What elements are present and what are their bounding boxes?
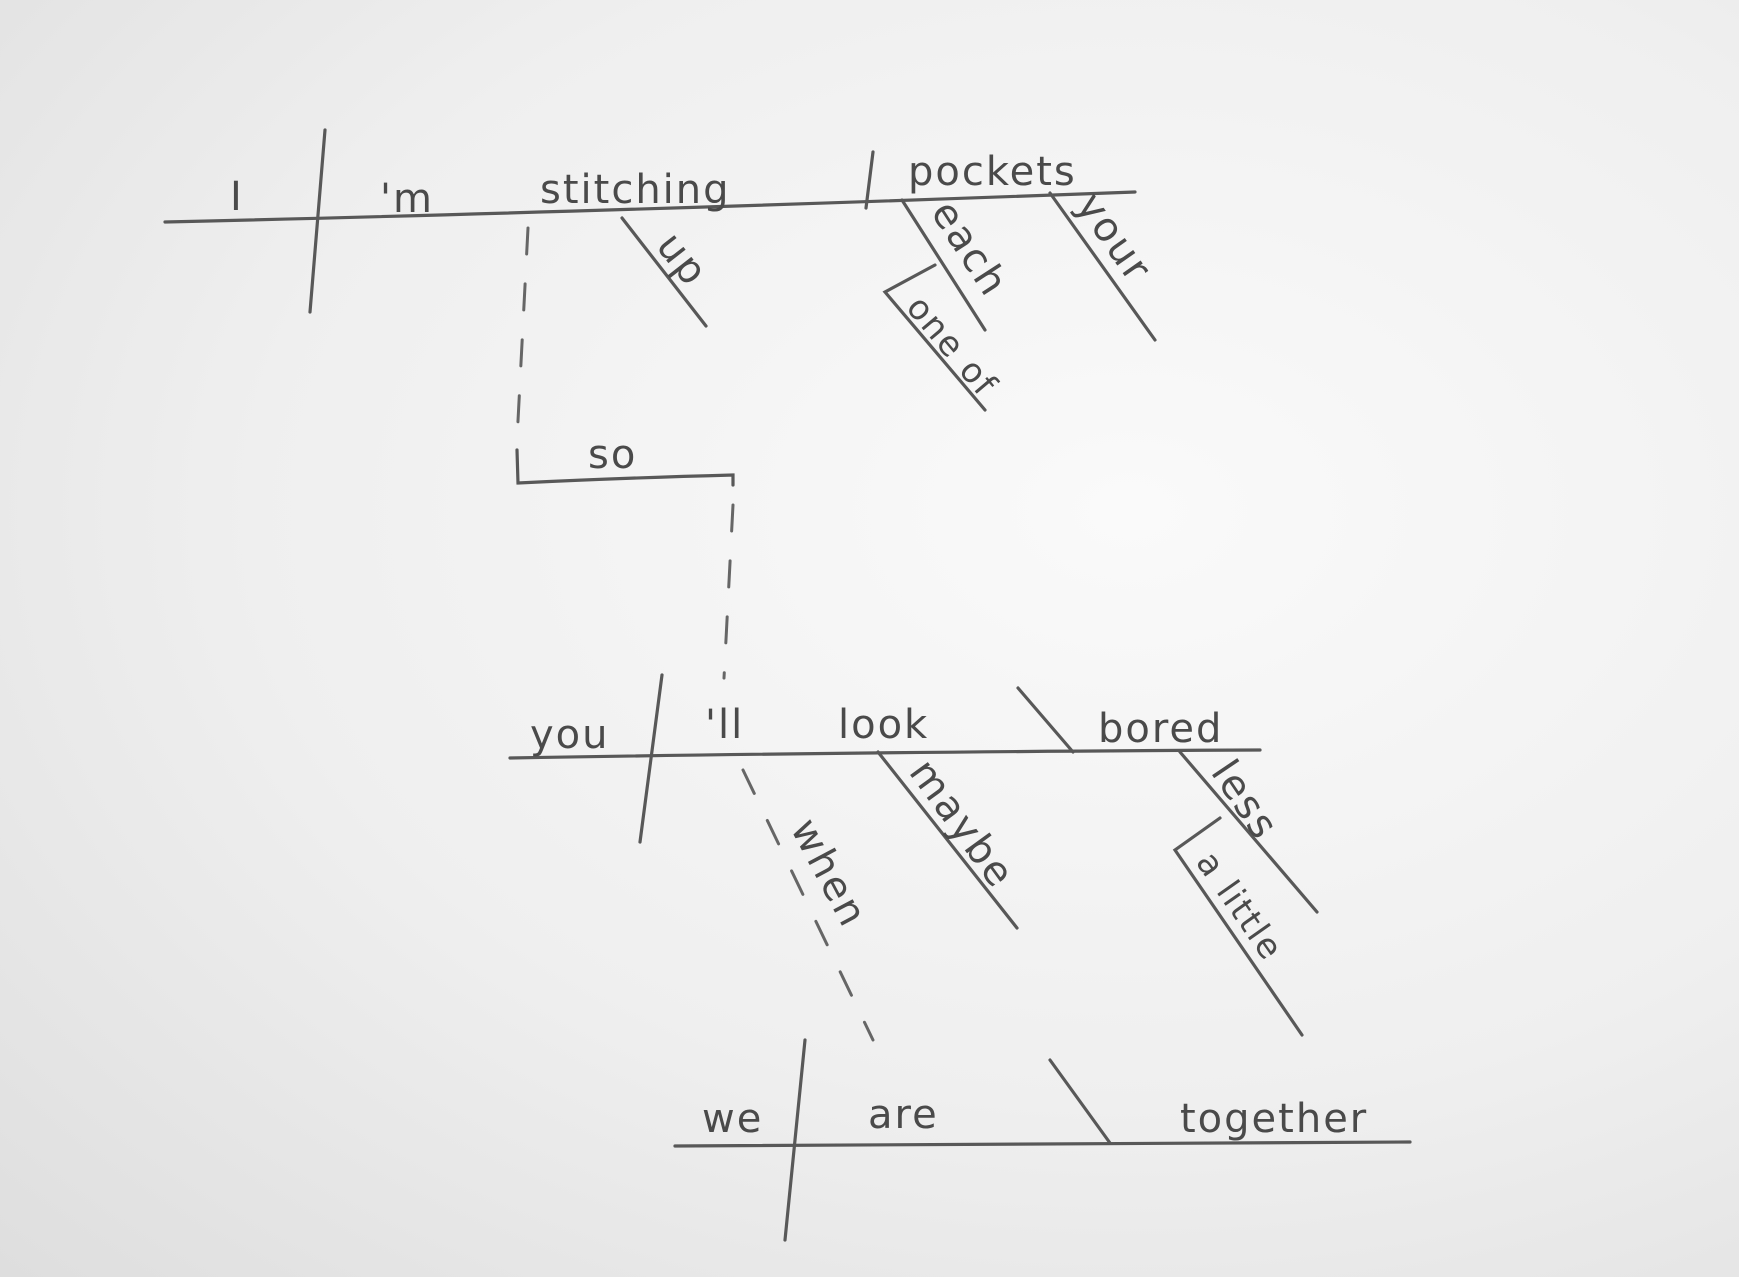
modifier-each: each [922, 192, 1017, 305]
modifier-slant-your [1048, 191, 1157, 342]
adverb-slant-maybe [876, 750, 1019, 930]
subject-i: I [230, 174, 244, 220]
modifier-slant-each [900, 198, 987, 332]
auxiliary-ll: 'll [705, 702, 744, 748]
subject-predicate-divider-3 [783, 1038, 807, 1242]
subordinator-when: when [781, 811, 876, 935]
modifier-one-of: one of [898, 288, 1005, 405]
particle-up: up [647, 224, 717, 295]
subject-predicate-divider-1 [308, 128, 327, 314]
baseline-clause-1 [163, 190, 1137, 224]
verb-are: are [868, 1092, 939, 1138]
auxiliary-m: 'm [380, 176, 434, 222]
connector-bracket-so [515, 448, 735, 487]
complement-slant-bored [1016, 686, 1075, 754]
verb-stitching: stitching [540, 167, 731, 213]
connector-dash-lower [722, 503, 735, 680]
baseline-clause-3 [673, 1140, 1412, 1148]
object-pockets: pockets [908, 149, 1077, 195]
subordinator-dash-when [741, 768, 875, 1042]
adverb-maybe: maybe [900, 751, 1024, 897]
modifier-slant-less [1178, 750, 1319, 914]
modifier-bracket-one-of [882, 263, 987, 412]
particle-slant-up [620, 216, 708, 328]
complement-bored: bored [1098, 706, 1223, 752]
connector-so: so [588, 432, 637, 478]
baseline-clause-2 [508, 748, 1262, 760]
subject-predicate-divider-2 [638, 673, 664, 844]
connector-dash-upper [515, 226, 530, 442]
complement-together: together [1180, 1096, 1368, 1142]
subject-you: you [530, 712, 610, 758]
complement-slant-together [1048, 1058, 1112, 1145]
modifier-less: less [1202, 752, 1288, 849]
subject-we: we [702, 1096, 763, 1142]
verb-object-divider-1 [864, 150, 875, 210]
modifier-bracket-a-little [1172, 816, 1304, 1037]
verb-look: look [838, 702, 929, 748]
